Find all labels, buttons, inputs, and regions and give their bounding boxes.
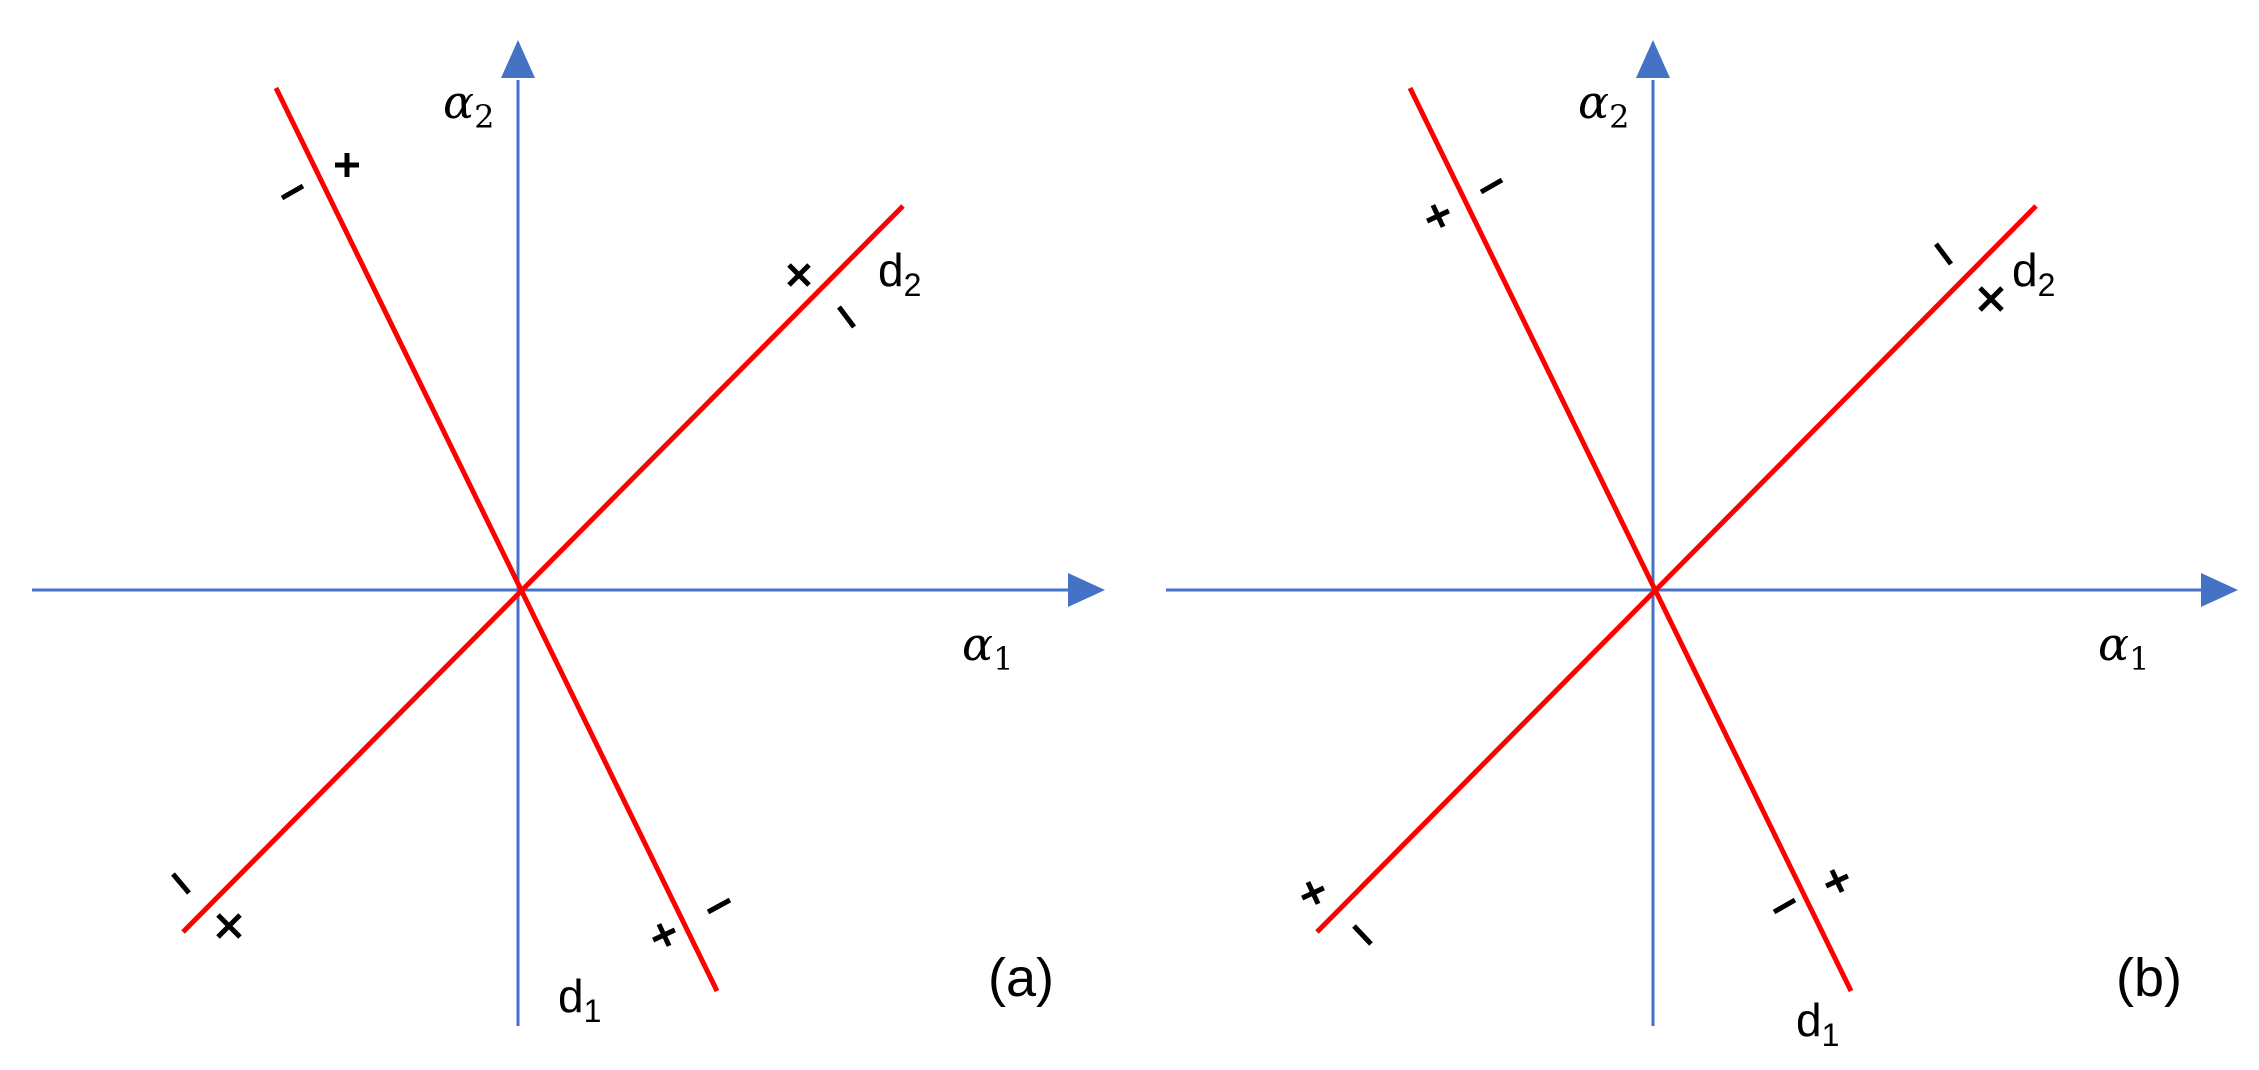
panel-b: α2 α1 d2 d1 (b) — [1166, 40, 2238, 1053]
x-axis-arrow-icon — [2201, 573, 2238, 607]
x-axis-label: α1 — [2098, 617, 2149, 678]
x-axis-arrow-icon — [1068, 573, 1105, 607]
line-d2-label: d2 — [878, 244, 921, 303]
sign-mark-plus — [1825, 869, 1849, 893]
y-axis-label: α2 — [443, 75, 494, 136]
line-d1 — [1407, 86, 1854, 993]
sign-mark-minus — [1772, 897, 1797, 915]
sign-mark-plus — [335, 153, 359, 177]
line-d1 — [273, 86, 720, 993]
line-d1-label: d1 — [1796, 994, 1839, 1053]
panel-label-b: (b) — [2116, 948, 2182, 1008]
sign-mark-minus — [1934, 242, 1953, 266]
sign-mark-plus — [1426, 204, 1450, 228]
y-axis-arrow-icon — [501, 40, 535, 78]
sign-mark-minus — [1352, 924, 1373, 946]
panel-label-a: (a) — [988, 948, 1054, 1008]
line-d2-label: d2 — [2012, 244, 2055, 303]
sign-mark-cross — [787, 263, 811, 287]
line-d2 — [181, 204, 905, 934]
sign-mark-cross — [1978, 286, 2004, 312]
sign-mark-minus — [706, 897, 732, 915]
y-axis-label: α2 — [1578, 75, 1629, 136]
sign-mark-minus — [171, 872, 191, 895]
sign-mark-minus — [837, 305, 856, 329]
panel-a: α2 α1 d2 d1 (a) — [32, 40, 1105, 1029]
sign-mark-plus — [1301, 881, 1325, 905]
line-d1-label: d1 — [558, 970, 601, 1029]
line-d2 — [1315, 204, 2038, 934]
x-axis-label: α1 — [962, 617, 1013, 678]
y-axis-arrow-icon — [1636, 40, 1670, 78]
sign-mark-minus — [280, 183, 305, 201]
sign-mark-plus — [652, 923, 676, 947]
sign-mark-cross — [216, 913, 242, 939]
sign-mark-minus — [1479, 177, 1504, 195]
